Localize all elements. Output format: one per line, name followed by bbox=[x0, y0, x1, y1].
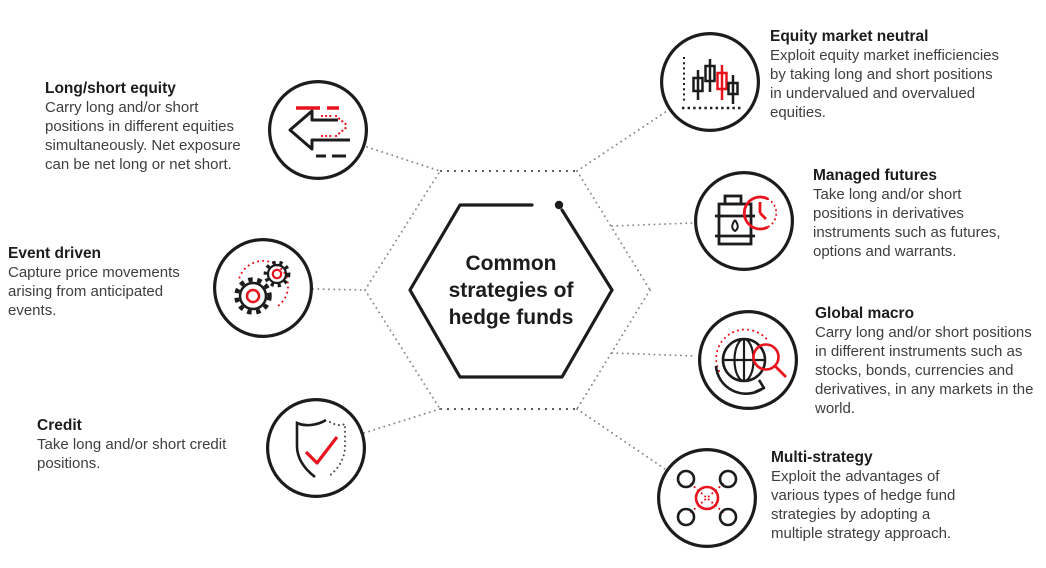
connector-credit bbox=[363, 408, 441, 434]
network-circles-icon bbox=[655, 446, 759, 550]
strategy-description: Carry long and/or short positions in dif… bbox=[45, 99, 241, 173]
center-hexagon-outline bbox=[408, 203, 614, 379]
strategy-description: Take long and/or short positions in deri… bbox=[813, 186, 1001, 260]
dotted-hexagon-diagonals bbox=[364, 170, 651, 410]
globe-magnifier-icon bbox=[696, 308, 800, 412]
strategy-description: Exploit equity market inefficiencies by … bbox=[770, 47, 999, 121]
strategy-global-macro: Global macro Carry long and/or short pos… bbox=[815, 304, 1046, 418]
connector-multi-strategy bbox=[576, 408, 666, 470]
strategy-description: Carry long and/or short positions in dif… bbox=[815, 324, 1034, 417]
strategy-description: Capture price movements arising from ant… bbox=[8, 264, 180, 319]
strategy-managed-futures: Managed futures Take long and/or short p… bbox=[813, 166, 1038, 261]
connector-event-driven bbox=[312, 288, 366, 291]
diagram-title: Common strategies of hedge funds bbox=[448, 252, 574, 329]
strategy-title: Event driven bbox=[8, 245, 102, 262]
strategy-multi-strategy: Multi-strategy Exploit the advantages of… bbox=[771, 448, 1001, 543]
strategy-title: Long/short equity bbox=[45, 80, 176, 97]
dotted-hexagon-horizontals bbox=[440, 170, 577, 410]
strategy-credit: Credit Take long and/or short credit pos… bbox=[37, 416, 252, 473]
strategy-description: Exploit the advantages of various types … bbox=[771, 468, 956, 542]
barrel-clock-icon bbox=[692, 169, 796, 273]
strategy-description: Take long and/or short credit positions. bbox=[37, 436, 227, 472]
strategy-title: Multi-strategy bbox=[771, 449, 873, 466]
strategy-title: Credit bbox=[37, 417, 82, 434]
candlestick-chart-icon bbox=[658, 30, 762, 134]
center-hexagon-right-edge bbox=[560, 208, 614, 292]
strategy-event-driven: Event driven Capture price movements ari… bbox=[8, 244, 213, 320]
connector-managed-futures bbox=[611, 222, 694, 227]
strategy-title: Equity market neutral bbox=[770, 28, 929, 45]
strategy-long-short-equity: Long/short equity Carry long and/or shor… bbox=[45, 79, 277, 174]
strategy-equity-market-neutral: Equity market neutral Exploit equity mar… bbox=[770, 27, 1032, 122]
connector-global-macro bbox=[611, 352, 697, 357]
hexagon-corner-dot bbox=[554, 200, 564, 210]
strategy-title: Managed futures bbox=[813, 167, 938, 184]
connector-long-short-equity bbox=[366, 146, 441, 172]
strategy-title: Global macro bbox=[815, 305, 915, 322]
long-short-arrows-icon bbox=[266, 78, 370, 182]
connector-equity-market-neutral bbox=[576, 110, 668, 172]
gears-icon bbox=[211, 236, 315, 340]
shield-check-icon bbox=[264, 396, 368, 500]
